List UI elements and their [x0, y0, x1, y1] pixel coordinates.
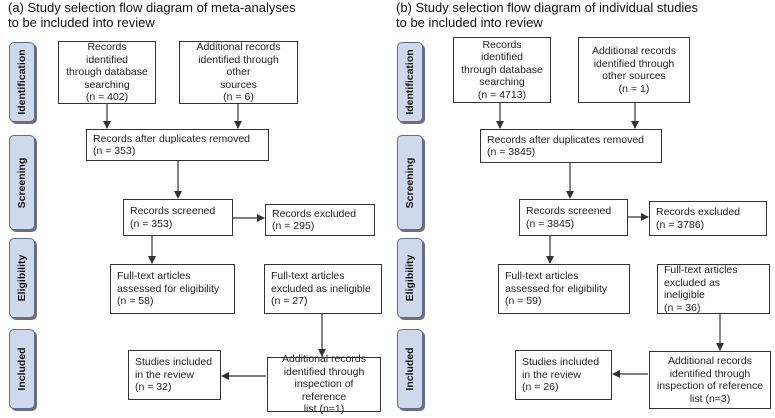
stage-included: Included: [9, 329, 35, 409]
studies-included-box: Studies included in the review (n = 26): [515, 350, 612, 400]
fulltext-assessed-box: Full-text articles assessed for eligibil…: [498, 264, 630, 314]
stage-included: Included: [397, 329, 423, 409]
records-excluded-box: Records excluded (n = 295): [265, 204, 375, 236]
after-duplicates-box: Records after duplicates removed (n = 35…: [86, 129, 269, 161]
fulltext-excluded-box: Full-text articles excluded as ineligibl…: [264, 264, 382, 314]
records-excluded-box: Records excluded (n = 3786): [649, 201, 767, 236]
panel-meta-analyses: (a) Study selection flow diagram of meta…: [0, 0, 387, 418]
records-screened-box: Records screened (n = 3845): [519, 199, 628, 236]
stage-eligibility: Eligibility: [9, 238, 35, 318]
db-records-box: Records identified through database sear…: [58, 41, 156, 104]
flow-arrows: [496, 103, 724, 378]
stage-identification: Identification: [9, 42, 35, 122]
after-duplicates-box: Records after duplicates removed (n = 38…: [480, 129, 662, 163]
flow-arrows: [103, 104, 326, 380]
additional-records-box: Additional records identified through in…: [267, 353, 381, 415]
stage-identification: Identification: [397, 42, 423, 122]
panel-title: (b) Study selection flow diagram of indi…: [396, 0, 699, 30]
panel-individual-studies: (b) Study selection flow diagram of indi…: [388, 0, 775, 418]
studies-included-box: Studies included in the review (n = 32): [128, 350, 221, 400]
stage-screening: Screening: [9, 135, 35, 230]
db-records-box: Records identified through database sear…: [453, 37, 551, 103]
fulltext-assessed-box: Full-text articles assessed for eligibil…: [110, 264, 235, 314]
other-records-box: Additional records identified through ot…: [578, 37, 690, 103]
other-records-box: Additional records identified through ot…: [179, 41, 298, 104]
panel-title: (a) Study selection flow diagram of meta…: [8, 0, 296, 30]
fulltext-excluded-box: Full-text articles excluded as ineligibl…: [657, 264, 770, 314]
stage-screening: Screening: [397, 135, 423, 230]
stage-eligibility: Eligibility: [397, 238, 423, 318]
records-screened-box: Records screened (n = 353): [123, 199, 233, 236]
additional-records-box: Additional records identified through in…: [649, 351, 771, 409]
